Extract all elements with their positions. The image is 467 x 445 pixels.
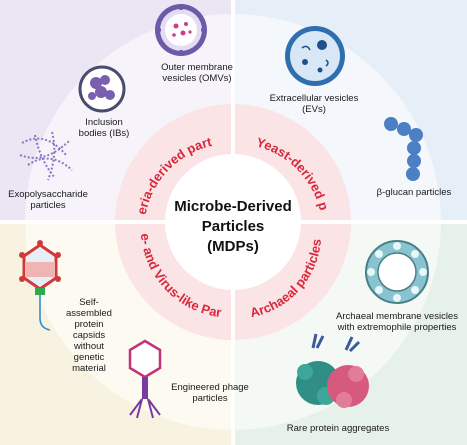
label-protein-capsids: Self-assembled protein capsids without g… xyxy=(66,297,112,374)
center-title-line1: Microbe-Derived xyxy=(174,198,292,215)
beta-glucan-icon xyxy=(384,117,423,181)
label-protein-aggregates: Rare protein aggregates xyxy=(286,423,390,434)
extracellular-vesicle-icon xyxy=(285,26,345,86)
archaeal-vesicle-icon xyxy=(365,240,429,304)
center-title-line2: Particles xyxy=(202,218,265,235)
omv-icon xyxy=(155,4,207,56)
label-inclusion-bodies: Inclusion bodies (IBs) xyxy=(78,117,130,139)
label-archaeal-vesicles: Archaeal membrane vesicles with extremop… xyxy=(336,311,458,333)
label-omv: Outer membrane vesicles (OMVs) xyxy=(161,62,233,84)
label-engineered-phage: Engineered phage particles xyxy=(171,382,249,404)
label-exopolysaccharide: Exopolysaccharide particles xyxy=(8,189,88,211)
exopolysaccharide-icon xyxy=(19,131,73,181)
protein-capsid-icon xyxy=(19,240,61,331)
label-beta-glucan: β-glucan particles xyxy=(376,187,452,198)
protein-aggregate-icon xyxy=(296,333,369,408)
label-extracellular-vesicles: Extracellular vesicles (EVs) xyxy=(269,93,359,115)
center-title-line3: (MDPs) xyxy=(207,238,259,255)
inclusion-bodies-icon xyxy=(78,65,126,113)
engineered-phage-icon xyxy=(128,339,162,419)
center-circle xyxy=(165,154,301,290)
